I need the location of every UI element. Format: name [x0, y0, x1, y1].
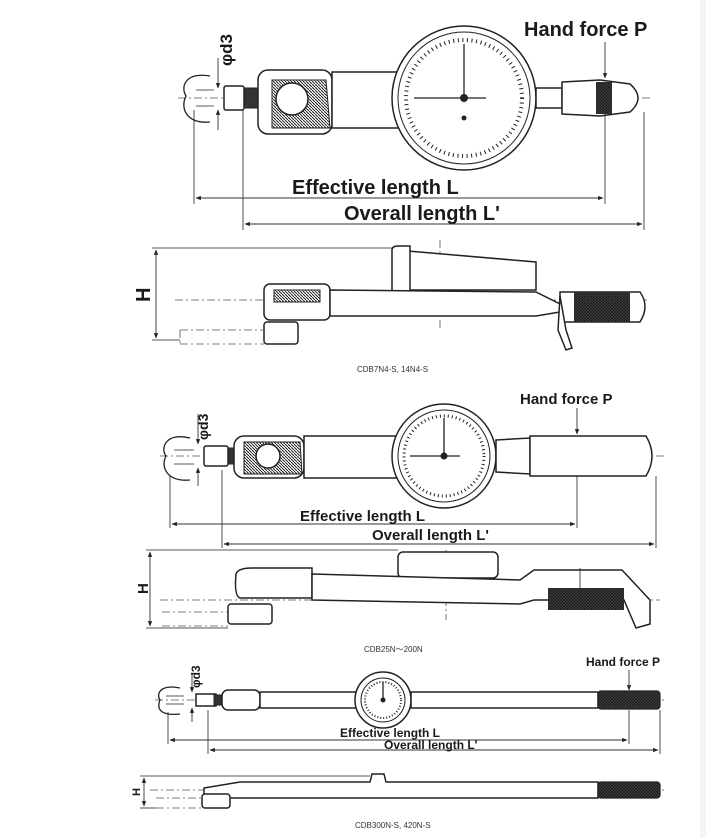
- fig3-overall-length-label: Overall length L': [384, 738, 478, 752]
- fig1-caption: CDB7N4-S, 14N4-S: [357, 365, 428, 374]
- figure-2-side-view: H: [135, 549, 660, 629]
- fig1-height-label: H: [133, 288, 155, 302]
- fig1-hand-force-label: Hand force P: [524, 19, 647, 41]
- fig3-height-label: H: [131, 788, 143, 796]
- figure-3-top-view: φd3 Hand force P Effective length L Over…: [155, 655, 664, 754]
- figure-1-side-view: H: [133, 240, 650, 351]
- fig2-overall-length-label: Overall length L': [372, 527, 489, 544]
- figure-3-side-view: H: [131, 773, 664, 809]
- fig1-diameter-label: φd3: [217, 34, 236, 66]
- fig3-hand-force-label: Hand force P: [586, 655, 660, 669]
- fig2-caption: CDB25N～200N: [364, 645, 423, 654]
- figure-2-top-view: φd3 Hand force P Effective length L Over…: [160, 391, 666, 548]
- page-edge: [700, 0, 706, 838]
- fig3-effective-length-label: Effective length L: [340, 726, 440, 740]
- figure-1-top-view: φd3 Hand force P Effective length L Over…: [178, 19, 650, 230]
- fig2-height-label: H: [135, 583, 152, 594]
- fig3-caption: CDB300N-S, 420N-S: [355, 821, 431, 830]
- fig1-overall-length-label: Overall length L': [344, 203, 500, 225]
- fig2-effective-length-label: Effective length L: [300, 508, 425, 525]
- fig2-diameter-label: φd3: [195, 413, 211, 440]
- fig1-effective-length-label: Effective length L: [292, 177, 459, 199]
- fig2-hand-force-label: Hand force P: [520, 391, 613, 408]
- fig3-diameter-label: φd3: [189, 665, 203, 688]
